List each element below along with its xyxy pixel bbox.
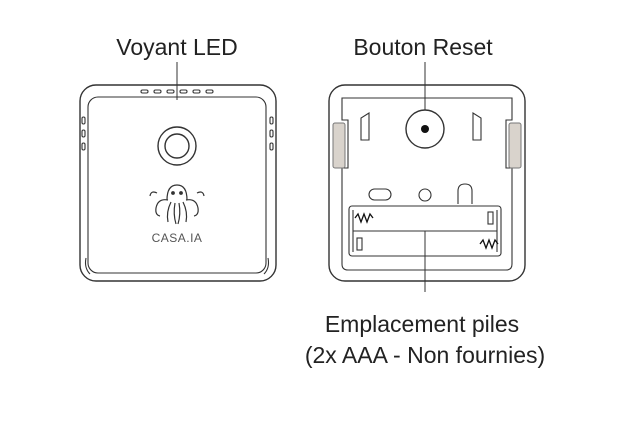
device-back [328,84,526,282]
back-arch [457,183,473,204]
front-button-outer [157,126,197,166]
device-front [79,84,277,282]
octopus-logo-icon [149,184,205,225]
brand-text: CASA.IA [151,231,203,245]
side-slots-left [81,116,86,151]
led-slots [140,89,214,94]
battery-slot-label-line2: (2x AAA - Non fournies) [304,342,546,368]
side-slots-right [269,116,274,151]
back-slot-oval [368,188,392,201]
clip-left [360,112,370,141]
device-front-outline [79,84,277,282]
side-grip-left [332,122,346,169]
led-label: Voyant LED [116,34,238,60]
side-grip-right [508,122,522,169]
battery-slot-label-line1: Emplacement piles [324,311,520,337]
device-back-inner [341,97,513,271]
reset-button-dot [421,125,429,133]
reset-label: Bouton Reset [353,34,493,60]
front-button-inner [164,133,190,159]
back-hole [418,188,432,202]
clip-right [472,112,482,141]
device-back-outline [328,84,526,282]
